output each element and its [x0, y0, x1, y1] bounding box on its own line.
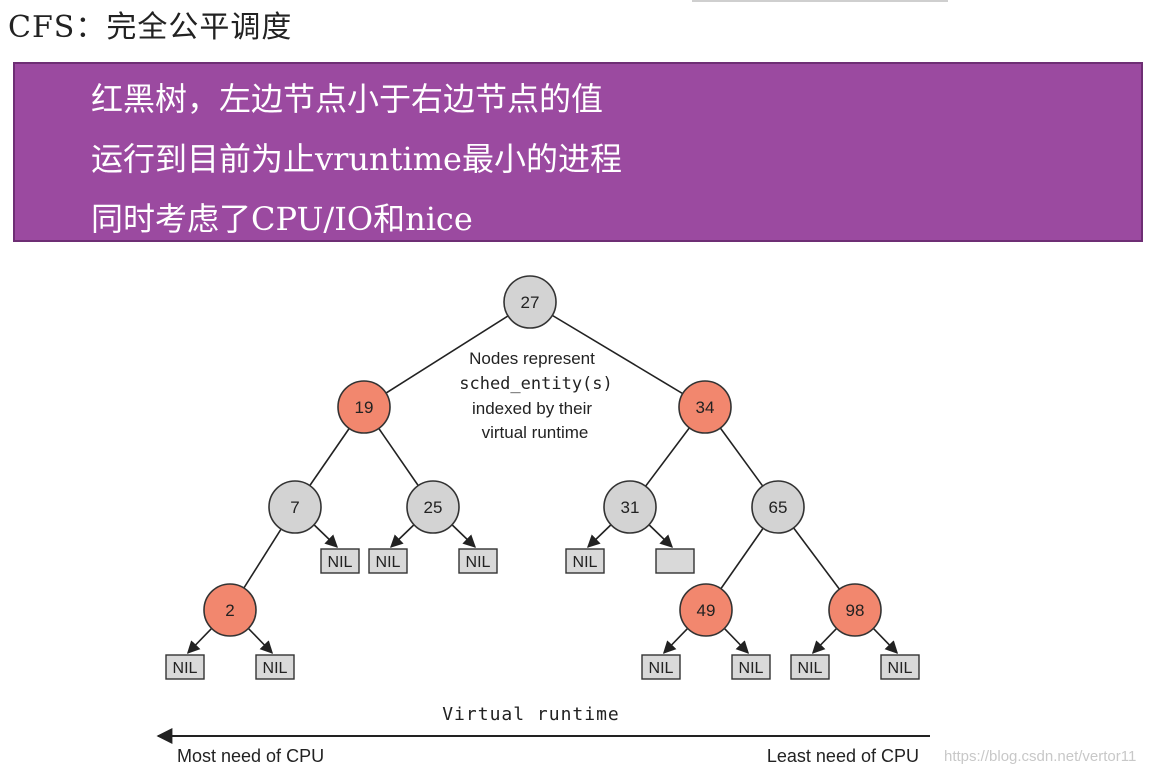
tree-node-65: 65 [751, 480, 805, 534]
nil-label: NIL [649, 660, 674, 677]
node-value: 19 [355, 398, 374, 417]
nil-label: NIL [173, 660, 198, 677]
node-circle [406, 480, 460, 534]
tree-nodes: 27 19 34 7 25 31 65 2 49 98 [203, 275, 882, 637]
nil-leaf: NIL [255, 654, 295, 680]
nil-box [731, 654, 771, 680]
tree-node-49: 49 [679, 583, 733, 637]
nil-edges [186, 524, 899, 654]
nil-label: NIL [798, 660, 823, 677]
nil-label: NIL [739, 660, 764, 677]
nil-leaf: NIL [565, 548, 605, 574]
nil-box [255, 654, 295, 680]
annotation-line-4: virtual runtime [482, 423, 589, 442]
nil-edge-n25-left [390, 524, 415, 548]
nil-leaf: NIL [320, 548, 360, 574]
nil-leaf: NIL [731, 654, 771, 680]
tree-node-25: 25 [406, 480, 460, 534]
page-title: CFS：完全公平调度 [8, 10, 293, 45]
nil-leaf: NIL [165, 654, 205, 680]
nil-edge-n31-left [587, 524, 612, 548]
nil-leaf: NIL [641, 654, 681, 680]
node-circle [828, 583, 882, 637]
nil-box [655, 548, 695, 574]
nil-box [165, 654, 205, 680]
node-circle [751, 480, 805, 534]
tree-node-27: 27 [503, 275, 557, 329]
node-circle [678, 380, 732, 434]
nil-label: NIL [888, 660, 913, 677]
nil-leaf [655, 548, 695, 574]
node-circle [679, 583, 733, 637]
nil-box [368, 548, 408, 574]
node-value: 2 [225, 601, 234, 620]
tree-node-34: 34 [678, 380, 732, 434]
nil-edge-n31-right [648, 524, 673, 548]
nil-box [458, 548, 498, 574]
nil-edge-n49-left [662, 627, 689, 654]
top-rule [692, 0, 948, 2]
tree-node-19: 19 [337, 380, 391, 434]
node-circle [203, 583, 257, 637]
tree-node-98: 98 [828, 583, 882, 637]
tree-edge-n27-n19 [363, 301, 531, 408]
nil-box [641, 654, 681, 680]
node-value: 65 [769, 498, 788, 517]
tree-node-7: 7 [268, 480, 322, 534]
nil-leaf: NIL [458, 548, 498, 574]
nil-edge-n98-right [872, 627, 899, 654]
watermark: https://blog.csdn.net/vertor11 [944, 748, 1137, 765]
node-circle [268, 480, 322, 534]
nil-edge-n49-right [723, 627, 750, 654]
nil-box [565, 548, 605, 574]
nil-leaves: NIL NIL NIL NIL NIL NIL NIL NIL NIL NIL [165, 548, 920, 680]
nil-leaf: NIL [880, 654, 920, 680]
nil-label: NIL [376, 554, 401, 571]
nil-edge-n2-right [247, 627, 274, 654]
bullet-line-3: 同时考虑了CPU/IO和nice [91, 200, 473, 238]
nil-edge-n25-right [451, 524, 476, 548]
nil-label: NIL [466, 554, 491, 571]
nil-label: NIL [328, 554, 353, 571]
bullet-line-1: 红黑树，左边节点小于右边节点的值 [91, 80, 604, 118]
nil-edge-n7-right [313, 524, 338, 548]
annotation-line-1: Nodes represent [469, 349, 595, 368]
node-circle [603, 480, 657, 534]
annotation-line-3: indexed by their [472, 399, 592, 418]
nil-edge-n2-left [186, 627, 213, 654]
nil-leaf: NIL [790, 654, 830, 680]
bullet-line-2: 运行到目前为止vruntime最小的进程 [91, 140, 622, 178]
axis-label: Virtual runtime [442, 704, 620, 725]
node-value: 31 [621, 498, 640, 517]
node-circle [503, 275, 557, 329]
annotation-line-2: sched_entity(s) [459, 374, 613, 394]
tree-edge-n27-n34 [529, 301, 706, 408]
nil-box [790, 654, 830, 680]
node-value: 49 [697, 601, 716, 620]
nil-label: NIL [263, 660, 288, 677]
nil-leaf: NIL [368, 548, 408, 574]
nil-box [880, 654, 920, 680]
node-circle [337, 380, 391, 434]
node-value: 34 [696, 398, 715, 417]
axis-left-label: Most need of CPU [177, 746, 324, 766]
node-value: 98 [846, 601, 865, 620]
tree-node-2: 2 [203, 583, 257, 637]
axis-right-label: Least need of CPU [767, 746, 919, 766]
node-value: 27 [521, 293, 540, 312]
nil-edge-n98-left [811, 627, 838, 654]
summary-box: 红黑树，左边节点小于右边节点的值 运行到目前为止vruntime最小的进程 同时… [13, 62, 1143, 242]
nil-label: NIL [573, 554, 598, 571]
node-value: 7 [290, 498, 299, 517]
tree-node-31: 31 [603, 480, 657, 534]
nil-box [320, 548, 360, 574]
node-value: 25 [424, 498, 443, 517]
